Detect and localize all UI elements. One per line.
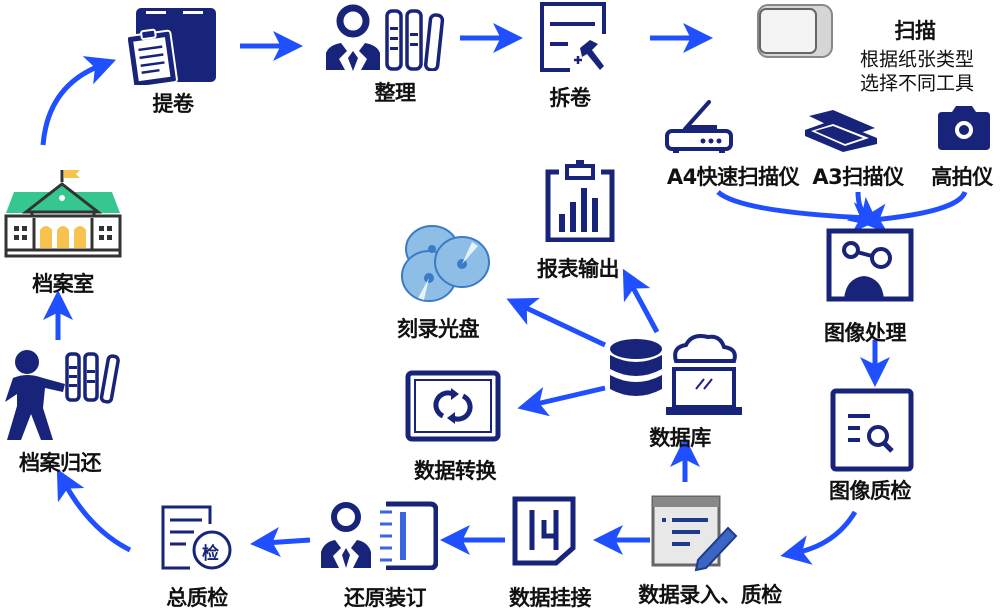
step-label-tijuan: 提卷 <box>152 92 195 116</box>
document-hammer-icon <box>540 2 606 72</box>
arrow-db-to-report <box>622 268 660 334</box>
optical-discs-icon <box>401 225 490 302</box>
arrow-db-to-convert <box>517 385 606 417</box>
arrow-a3-to-process <box>846 191 880 228</box>
step-label-return: 档案归还 <box>19 451 102 475</box>
final-inspection-icon: 检 <box>160 504 234 572</box>
data-entry-edit-icon <box>651 495 738 572</box>
arrow-qc-to-entry <box>780 510 858 565</box>
scan-subtitle-line2: 选择不同工具 <box>859 72 975 95</box>
step-label-mount: 数据挂接 <box>509 586 592 610</box>
tool-label-gaopai: 高拍仪 <box>931 165 993 189</box>
archive-building-icon <box>4 170 122 258</box>
box-clipboard-icon <box>128 8 216 85</box>
step-label-convert: 数据转换 <box>414 459 497 483</box>
arrow-finalqc-to-return <box>56 468 132 553</box>
step-label-burn: 刻录光盘 <box>397 317 480 341</box>
tool-label-a3: A3扫描仪 <box>812 165 904 189</box>
final-qc-badge-text: 检 <box>202 544 219 564</box>
flatbed-scanner-a4-icon <box>665 100 733 153</box>
arrow-db-to-burn <box>506 297 607 348</box>
arrow-gaopai-to-process <box>857 190 968 234</box>
step-label-image-qc: 图像质检 <box>829 479 912 503</box>
step-label-chaijuan: 拆卷 <box>549 86 592 110</box>
data-mount-icon <box>512 496 576 566</box>
step-label-image-process: 图像处理 <box>824 321 907 345</box>
database-cloud-laptop-icon <box>610 334 742 415</box>
step-label-archive-room: 档案室 <box>32 272 94 296</box>
step-label-database: 数据库 <box>649 426 711 450</box>
arrow-archive-to-tijuan <box>40 56 117 146</box>
flatbed-scanner-a3-icon <box>805 110 877 152</box>
step-label-zhengli: 整理 <box>374 81 417 105</box>
image-inspection-icon <box>830 388 914 472</box>
step-label-report: 报表输出 <box>537 257 620 281</box>
step-label-entry-qc: 数据录入、质检 <box>638 583 782 607</box>
arrow-rebind-to-finalqc <box>250 527 311 557</box>
image-processing-icon <box>826 228 914 302</box>
person-returning-files-icon <box>5 350 120 440</box>
tablet-scanner-icon <box>757 4 833 58</box>
data-convert-icon <box>405 370 501 442</box>
person-binding-icon <box>321 501 438 570</box>
person-binders-icon <box>326 4 445 71</box>
scan-subtitle-line1: 根据纸张类型 <box>859 48 975 71</box>
scan-title: 扫描 <box>894 19 937 43</box>
report-chart-icon <box>545 160 615 242</box>
arrow-a4-to-process <box>716 190 883 233</box>
tool-label-a4: A4快速扫描仪 <box>666 165 800 189</box>
step-label-final-qc: 总质检 <box>166 586 228 610</box>
step-label-rebind: 还原装订 <box>344 586 427 610</box>
camera-icon <box>938 106 990 150</box>
